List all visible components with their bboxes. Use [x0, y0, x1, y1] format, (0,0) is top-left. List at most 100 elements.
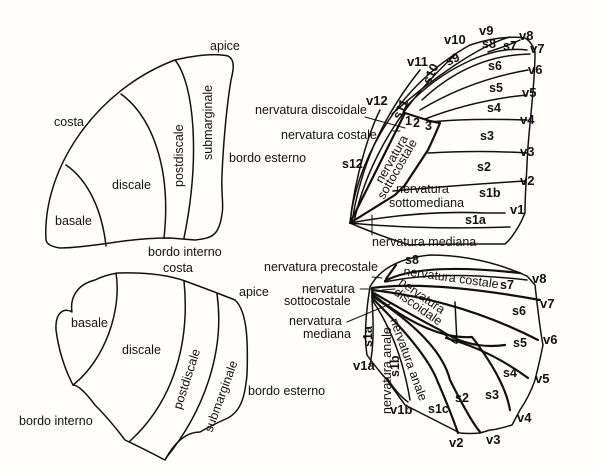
hw-vein-v1-short: [386, 377, 409, 403]
forewing-zones: apice costa bordo esterno bordo interno …: [45, 39, 306, 259]
fw-label-sottomediana-1: nervatura: [396, 182, 449, 196]
fw-label-sottomediana-2: sottomediana: [389, 196, 464, 210]
fw-vein-v1: [349, 211, 506, 224]
fw-vein-label-v1: v1: [510, 202, 524, 217]
hindwing-label-discale: discale: [122, 343, 161, 357]
hw-space-label-s7: s7: [500, 278, 514, 292]
hw-vein-label-v7: v7: [540, 296, 554, 311]
hw-vein-costale: [383, 267, 522, 283]
fw-vein-v7: [421, 53, 531, 101]
fw-vein-s1a-bottom: [349, 222, 511, 229]
fw-space-label-s6: s6: [488, 59, 502, 73]
fw-vein-v6: [419, 69, 529, 111]
fw-vein-label-v4: v4: [520, 112, 535, 127]
fw-vein-v10: [353, 54, 456, 223]
hw-vein-v4: [370, 292, 512, 412]
fw-space-label-s7: s7: [503, 39, 517, 53]
hindwing-venation: nervatura precostale nervatura costale n…: [264, 253, 557, 450]
forewing-postdiscale-line: [174, 59, 195, 239]
hw-space-label-s1b: s1b: [388, 355, 402, 377]
hw-leader-precostale: [371, 276, 383, 279]
forewing-label-basale: basale: [55, 214, 92, 228]
fw-space-label-s3: s3: [480, 129, 494, 143]
hw-label-mediana-1: nervatura: [289, 314, 342, 328]
hindwing-outline: [55, 272, 249, 461]
fw-label-nervatura-mediana: nervatura mediana: [372, 235, 476, 249]
fw-space-label-s8: s8: [482, 37, 496, 51]
hw-space-label-s1c: s1c: [428, 402, 449, 416]
forewing-label-discale: discale: [112, 178, 151, 192]
hw-vein-v6: [370, 288, 540, 342]
hindwing-label-basale: basale: [71, 316, 108, 330]
hw-space-label-s1a: s1a: [361, 325, 375, 347]
fw-vein-label-v6: v6: [528, 62, 542, 77]
fw-vein-v11: [351, 69, 421, 223]
hw-vein-label-v4: v4: [517, 410, 532, 425]
fw-vein-v9: [391, 36, 511, 115]
forewing-label-postdiscale: postdiscale: [172, 124, 186, 187]
hw-label-nervatura-precostale: nervatura precostale: [264, 260, 378, 274]
fw-cell-2: 2: [413, 116, 420, 130]
hindwing-zones: costa apice bordo esterno bordo interno …: [19, 261, 325, 461]
fw-cell-1: 1: [405, 114, 412, 128]
fw-vein-label-v8: v8: [519, 28, 533, 43]
forewing-venation: nervatura discoidale nervatura costale n…: [255, 23, 544, 249]
fw-vein-label-v9: v9: [479, 23, 493, 38]
fw-label-nervatura-discoidale: nervatura discoidale: [255, 103, 367, 117]
fw-space-label-s4: s4: [487, 101, 501, 115]
forewing-discale-line: [120, 93, 167, 239]
hw-leader-discoidale: [381, 288, 396, 291]
fw-space-label-s5: s5: [489, 81, 503, 95]
fw-leader-discoidale: [364, 116, 406, 129]
fw-space-label-s12: s12: [342, 157, 363, 171]
forewing-venation-outline: [349, 36, 536, 246]
hindwing-postdiscale-line: [165, 293, 220, 459]
hw-label-mediana-2: mediana: [303, 327, 351, 341]
hindwing-label-apice: apice: [239, 285, 269, 299]
hw-vein-v2: [370, 296, 460, 435]
fw-vein-v8: [404, 48, 528, 109]
forewing-basale-line: [65, 164, 107, 247]
hw-vein-precostale: [384, 263, 398, 281]
hindwing-label-bordo-interno: bordo interno: [19, 414, 93, 428]
hw-space-label-s3: s3: [485, 388, 499, 402]
forewing-label-apice: apice: [210, 39, 240, 53]
hindwing-label-submarginale: submarginale: [202, 359, 241, 434]
fw-space-label-s1a: s1a: [465, 213, 487, 227]
hindwing-discale-line: [129, 280, 187, 442]
hw-vein-v8: [384, 274, 528, 283]
fw-label-nervatura-costale: nervatura costale: [281, 128, 377, 142]
hw-space-label-s4: s4: [503, 366, 517, 380]
hindwing-basale-line: [72, 272, 118, 386]
forewing-outline: [45, 53, 234, 249]
hw-vein-label-v8: v8: [532, 271, 546, 286]
hw-vein-label-v6: v6: [543, 332, 557, 347]
fw-vein-label-v3: v3: [520, 144, 534, 159]
fw-vein-label-v10: v10: [444, 32, 466, 47]
hw-vein-v3: [370, 294, 482, 434]
fw-space-label-s1b: s1b: [479, 186, 501, 200]
fw-vein-label-v5: v5: [522, 85, 536, 100]
fw-space-label-s9: s9: [443, 50, 462, 69]
fw-vein-label-v2: v2: [520, 173, 534, 188]
hw-vein-label-v1b: v1b: [390, 402, 412, 417]
hw-vein-v1a: [369, 299, 374, 366]
fw-vein-v7-branch: [487, 39, 521, 53]
hw-vein-v5: [444, 336, 530, 380]
fw-vein-v4: [429, 118, 528, 123]
hw-vein-label-v1a: v1a: [353, 358, 375, 373]
hw-vein-label-v2: v2: [449, 435, 463, 450]
fw-discoidal-cell: [348, 111, 442, 225]
forewing-label-submarginale: submarginale: [201, 85, 215, 160]
hw-space-label-s8: s8: [405, 253, 419, 267]
hindwing-label-costa: costa: [163, 261, 193, 275]
hindwing-venation-outline: [364, 254, 544, 435]
forewing-label-bordo-interno: bordo interno: [148, 245, 222, 259]
fw-vein-label-v7: v7: [530, 41, 544, 56]
fw-vein-v3: [427, 150, 528, 154]
hw-space-label-s5: s5: [513, 336, 527, 350]
forewing-label-bordo-esterno: bordo esterno: [229, 151, 306, 165]
hw-label-sottocostale-1: nervatura: [302, 282, 355, 296]
